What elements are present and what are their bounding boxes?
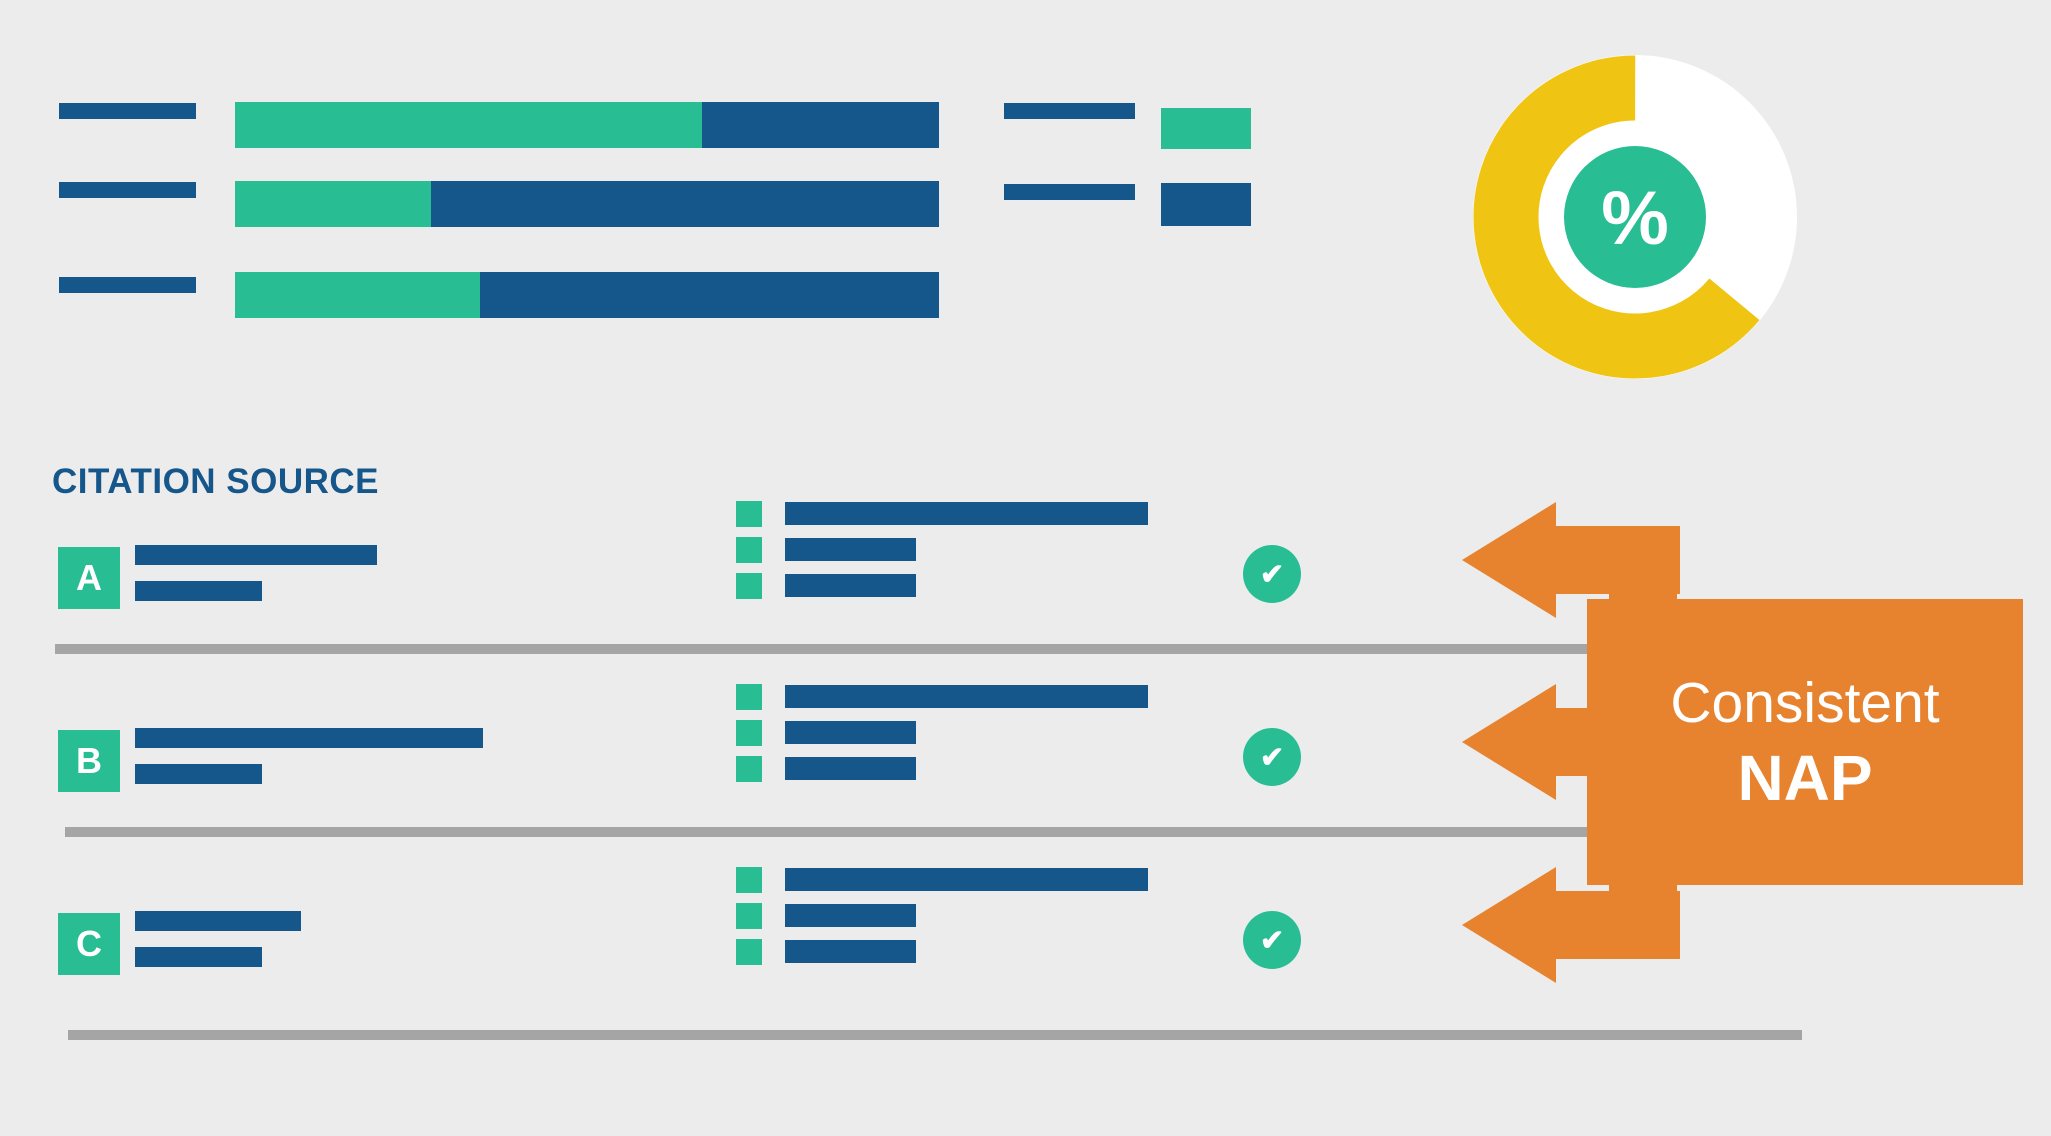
detail-bullet-square bbox=[736, 903, 762, 929]
chart-row-label-bar bbox=[59, 103, 196, 119]
detail-bullet-square bbox=[736, 939, 762, 965]
check-icon: ✔ bbox=[1243, 728, 1301, 786]
legend-label-bar bbox=[1004, 103, 1135, 119]
legend-swatch-teal bbox=[1161, 108, 1251, 149]
donut-center bbox=[1564, 146, 1706, 288]
arrow-head-a bbox=[1462, 502, 1556, 618]
name-placeholder-bar bbox=[135, 764, 262, 784]
stacked-bar-teal-segment bbox=[235, 181, 431, 227]
consistent-nap-callout: Consistent NAP bbox=[1587, 599, 2023, 885]
detail-placeholder-bar bbox=[785, 940, 916, 963]
source-badge-b: B bbox=[58, 730, 120, 792]
name-placeholder-bar bbox=[135, 545, 377, 565]
source-badge-c: C bbox=[58, 913, 120, 975]
donut-chart-svg: % bbox=[1473, 55, 1797, 379]
name-placeholder-bar bbox=[135, 581, 262, 601]
detail-placeholder-bar bbox=[785, 538, 916, 561]
detail-placeholder-bar bbox=[785, 685, 1148, 708]
check-icon: ✔ bbox=[1243, 911, 1301, 969]
stacked-bar bbox=[235, 102, 939, 148]
chart-row-label-bar bbox=[59, 182, 196, 198]
legend-swatch-navy bbox=[1161, 183, 1251, 226]
callout-line2: NAP bbox=[1737, 741, 1873, 814]
detail-bullet-square bbox=[736, 537, 762, 563]
stacked-bar-navy-segment bbox=[702, 102, 939, 148]
detail-bullet-square bbox=[736, 720, 762, 746]
detail-bullet-square bbox=[736, 867, 762, 893]
check-icon: ✔ bbox=[1243, 545, 1301, 603]
source-badge-a: A bbox=[58, 547, 120, 609]
detail-bullet-square bbox=[736, 501, 762, 527]
detail-placeholder-bar bbox=[785, 904, 916, 927]
name-placeholder-bar bbox=[135, 911, 301, 931]
detail-bullet-square bbox=[736, 573, 762, 599]
percent-label: % bbox=[1601, 176, 1669, 261]
legend-label-bar bbox=[1004, 184, 1135, 200]
stacked-bar-navy-segment bbox=[431, 181, 939, 227]
stacked-bar-teal-segment bbox=[235, 272, 480, 318]
stacked-bar bbox=[235, 181, 939, 227]
name-placeholder-bar bbox=[135, 728, 483, 748]
row-divider bbox=[55, 644, 1587, 654]
callout-line1: Consistent bbox=[1670, 670, 1940, 735]
row-divider bbox=[68, 1030, 1802, 1040]
row-divider bbox=[65, 827, 1587, 837]
detail-placeholder-bar bbox=[785, 757, 916, 780]
chart-row-label-bar bbox=[59, 277, 196, 293]
citation-source-heading: CITATION SOURCE bbox=[52, 462, 380, 501]
detail-placeholder-bar bbox=[785, 721, 916, 744]
arrow-head-c bbox=[1462, 867, 1556, 983]
detail-bullet-square bbox=[736, 684, 762, 710]
detail-bullet-square bbox=[736, 756, 762, 782]
detail-placeholder-bar bbox=[785, 868, 1148, 891]
stacked-bar-teal-segment bbox=[235, 102, 702, 148]
detail-placeholder-bar bbox=[785, 502, 1148, 525]
name-placeholder-bar bbox=[135, 947, 262, 967]
detail-placeholder-bar bbox=[785, 574, 916, 597]
arrow-head-b bbox=[1462, 684, 1556, 800]
stacked-bar-navy-segment bbox=[480, 272, 939, 318]
stacked-bar bbox=[235, 272, 939, 318]
donut-chart: % bbox=[1473, 55, 1797, 379]
